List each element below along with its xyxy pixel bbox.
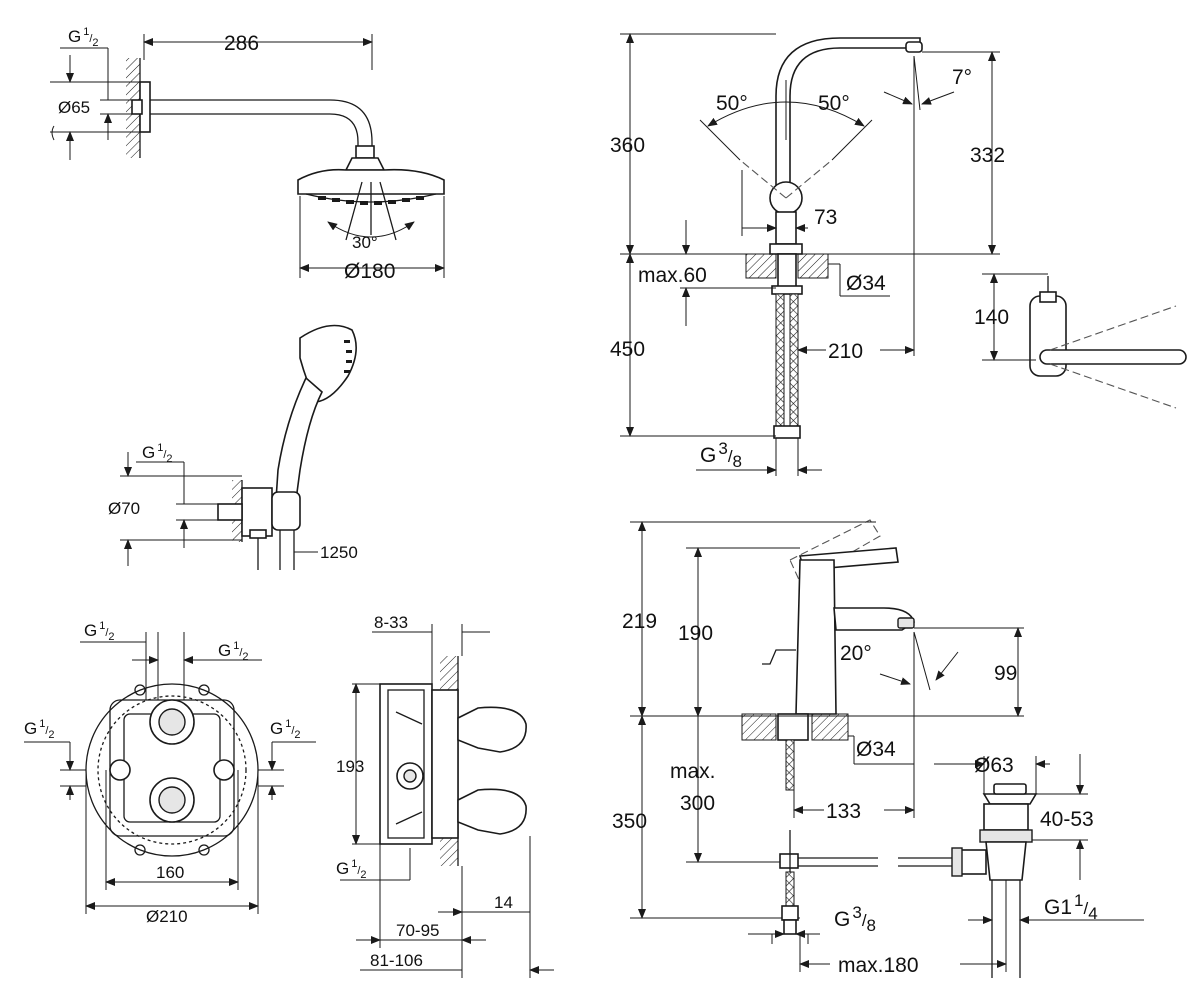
kitchen-tilt-label: 7° — [952, 66, 972, 89]
kitchen-hole-label: Ø34 — [846, 272, 886, 295]
shower-arm-rosette-label: Ø65 — [58, 98, 90, 117]
basin-height-total-label: 219 — [622, 610, 657, 633]
kitchen-height-total-label: 360 — [610, 134, 645, 157]
thermostat-side-top-label: 8-33 — [374, 613, 408, 632]
basin-max-label-1: max. — [670, 760, 716, 783]
kitchen-base-label: 73 — [814, 206, 837, 229]
kitchen-hose-length-label: 450 — [610, 338, 645, 361]
shower-arm-drawing — [50, 34, 445, 278]
thermostat-side-drawing — [340, 624, 554, 978]
head-shower-diameter-label: Ø180 — [344, 260, 395, 283]
thermostat-side-height-label: 193 — [336, 757, 364, 776]
thermostat-center-width-label: 160 — [156, 863, 184, 882]
basin-hose-length-label: 350 — [612, 810, 647, 833]
kitchen-angle-right-label: 50° — [818, 92, 850, 115]
basin-hole-label: Ø34 — [856, 738, 896, 761]
hand-shower-diameter-label: Ø70 — [108, 499, 140, 518]
basin-reach-label: 133 — [826, 800, 861, 823]
hand-shower-hose-label: 1250 — [320, 543, 358, 562]
basin-angle-label: 20° — [840, 642, 872, 665]
kitchen-max-deck-label: max.60 — [638, 264, 707, 287]
hand-shower-drawing — [120, 324, 357, 570]
basin-mixer-drawing — [630, 519, 1024, 944]
shower-arm-width-label: 286 — [224, 32, 259, 55]
waste-drawing — [799, 754, 1144, 978]
thermostat-side-range-b-label: 81-106 — [370, 951, 423, 970]
thermostat-front-drawing — [24, 632, 316, 914]
kitchen-lever-side-view — [982, 273, 1187, 409]
kitchen-reach-label: 210 — [828, 340, 863, 363]
kitchen-mixer-drawing — [620, 33, 1000, 476]
waste-height-label: 40-53 — [1040, 808, 1094, 831]
basin-height-body-label: 190 — [678, 622, 713, 645]
basin-spout-height-label: 99 — [994, 662, 1017, 685]
thermostat-side-range-a-label: 70-95 — [396, 921, 439, 940]
kitchen-angle-left-label: 50° — [716, 92, 748, 115]
head-shower-angle-label: 30° — [352, 233, 378, 252]
thermostat-diameter-label: Ø210 — [146, 907, 188, 926]
waste-max-label: max.180 — [838, 954, 919, 977]
thermostat-side-depth-label: 14 — [494, 893, 513, 912]
basin-max-label-2: 300 — [680, 792, 715, 815]
waste-diameter-label: Ø63 — [974, 754, 1014, 777]
kitchen-lever-label: 140 — [974, 306, 1009, 329]
kitchen-height-spout-label: 332 — [970, 144, 1005, 167]
